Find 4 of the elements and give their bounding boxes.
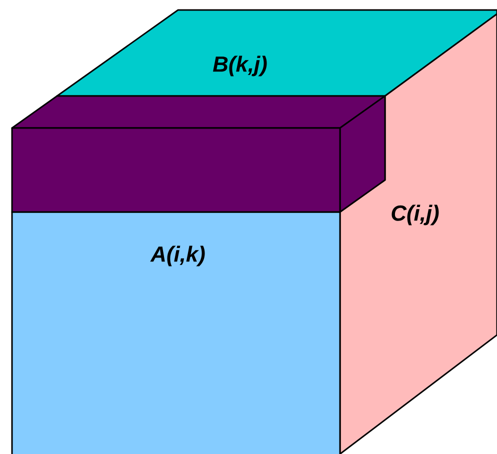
front-face: A(i,k)	[11, 211, 341, 454]
side-face: C(i,j)	[339, 13, 497, 454]
top-face: B(k,j)	[56, 9, 497, 97]
block-drawing	[11, 95, 386, 213]
